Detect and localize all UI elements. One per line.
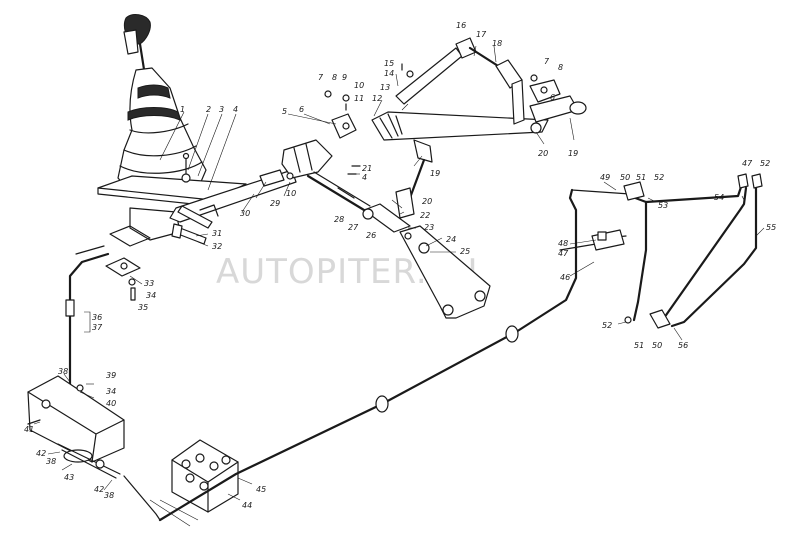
callout-30: 30 — [240, 209, 250, 218]
callout-35: 35 — [138, 303, 148, 312]
shift-rod — [169, 139, 333, 223]
callout-17: 17 — [476, 30, 487, 39]
callout-42b: 42 — [94, 485, 104, 494]
callout-3: 3 — [219, 105, 224, 114]
callout-10: 10 — [354, 81, 364, 90]
pedal-housing — [27, 375, 125, 463]
callout-20a: 20 — [538, 149, 548, 158]
callout-36: 36 — [92, 313, 102, 322]
bolt-31-32 — [171, 205, 213, 245]
callout-5: 5 — [282, 107, 287, 116]
callout-11: 11 — [354, 94, 364, 103]
callout-16: 16 — [456, 21, 466, 30]
callout-38a: 38 — [58, 367, 68, 376]
callout-38c: 38 — [104, 491, 114, 500]
callout-53: 53 — [658, 201, 668, 210]
callout-46: 46 — [560, 273, 570, 282]
callout-6b: 6 — [550, 93, 555, 102]
callout-54: 54 — [714, 193, 724, 202]
callout-52b: 52 — [760, 159, 770, 168]
callout-31: 31 — [212, 229, 222, 238]
callout-7b: 7 — [544, 57, 550, 66]
callout-1: 1 — [180, 105, 185, 114]
callout-2: 2 — [206, 105, 211, 114]
callout-49: 49 — [600, 173, 610, 182]
callout-4: 4 — [233, 105, 238, 114]
callout-39: 39 — [106, 371, 116, 380]
callout-33: 33 — [144, 279, 154, 288]
callout-51a: 51 — [636, 173, 646, 182]
callout-21: 21 — [362, 164, 372, 173]
callout-43: 43 — [64, 473, 74, 482]
callout-47b: 47 — [558, 249, 569, 258]
callout-37: 37 — [92, 323, 103, 332]
callout-38b: 38 — [46, 457, 56, 466]
callout-labels: 1 2 3 4 5 6 7 8 9 10 11 12 13 14 15 16 1… — [24, 21, 776, 510]
callout-14: 14 — [384, 69, 394, 78]
callout-20b: 20 — [422, 197, 432, 206]
callout-19b: 19 — [430, 169, 440, 178]
callout-29: 29 — [270, 199, 280, 208]
callout-56: 56 — [678, 341, 688, 350]
hydraulic-pipe-main — [123, 188, 631, 522]
callout-8: 8 — [332, 73, 337, 82]
callout-32: 32 — [212, 242, 222, 251]
callout-34b: 34 — [106, 387, 116, 396]
callout-13: 13 — [380, 83, 390, 92]
callout-27: 27 — [348, 223, 359, 232]
callout-15: 15 — [384, 59, 394, 68]
lower-link-assembly — [306, 139, 491, 319]
callout-19a: 19 — [568, 149, 578, 158]
callout-6: 6 — [299, 105, 304, 114]
callout-8b: 8 — [558, 63, 563, 72]
callout-24: 24 — [446, 235, 456, 244]
selector-lever-mechanism — [324, 37, 587, 141]
callout-52a: 52 — [654, 173, 664, 182]
callout-40: 40 — [106, 399, 116, 408]
callout-34a: 34 — [146, 291, 156, 300]
callout-25: 25 — [460, 247, 470, 256]
callout-50a: 50 — [620, 173, 630, 182]
callout-50b: 50 — [652, 341, 662, 350]
callout-47a: 47 — [742, 159, 753, 168]
callout-22: 22 — [420, 211, 430, 220]
callout-52c: 52 — [602, 321, 612, 330]
callout-42a: 42 — [36, 449, 46, 458]
callout-41: 41 — [24, 425, 34, 434]
master-cylinder — [57, 443, 121, 479]
callout-7: 7 — [318, 73, 324, 82]
callout-26: 26 — [366, 231, 376, 240]
callout-18: 18 — [492, 39, 502, 48]
callout-48: 48 — [558, 239, 568, 248]
gear-lever-assembly — [97, 14, 247, 247]
callout-44: 44 — [242, 501, 252, 510]
callout-28: 28 — [334, 215, 344, 224]
bracket-33 — [105, 257, 141, 301]
callout-9: 9 — [342, 73, 347, 82]
callout-10b: 10 — [286, 189, 296, 198]
pedal-cluster — [149, 439, 239, 527]
callout-45: 45 — [256, 485, 266, 494]
hydraulic-pipes-right — [559, 173, 763, 329]
leader-lines — [33, 45, 765, 501]
callout-51b: 51 — [634, 341, 644, 350]
callout-12: 12 — [372, 94, 382, 103]
callout-4b: 4 — [362, 173, 367, 182]
callout-23: 23 — [424, 223, 434, 232]
callout-55: 55 — [766, 223, 776, 232]
